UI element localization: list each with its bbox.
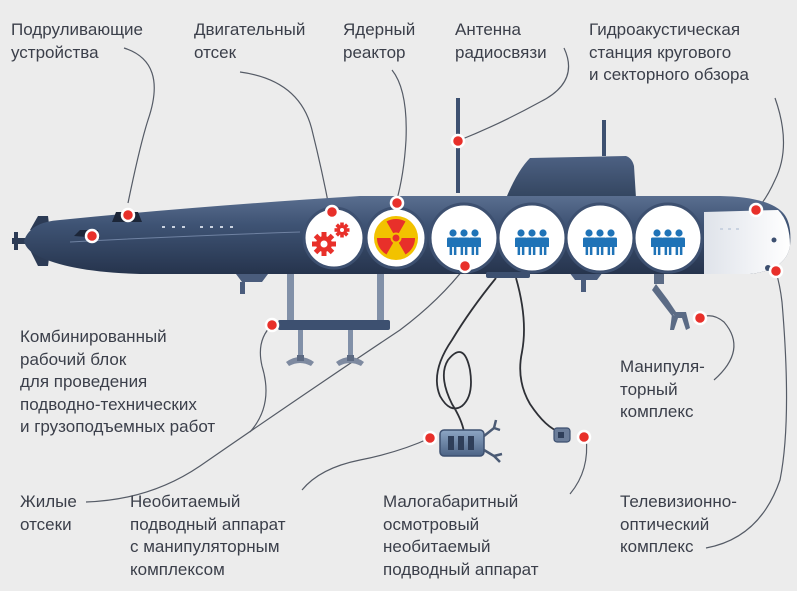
label-tv: Телевизионно- оптический комплекс bbox=[620, 492, 737, 556]
marker-thrusters bbox=[120, 207, 136, 223]
label-work-unit: Комбинированный рабочий блок для проведе… bbox=[20, 327, 216, 436]
marker-sonar bbox=[748, 202, 764, 218]
leader-line-small-rov bbox=[569, 436, 588, 495]
radiation-icon bbox=[374, 216, 418, 260]
label-thrusters: Подруливающие устройства bbox=[11, 20, 144, 62]
small-rov-vehicle bbox=[553, 427, 571, 443]
marker-living bbox=[457, 258, 473, 274]
markers bbox=[84, 133, 784, 446]
leader-line-work-unit bbox=[249, 324, 273, 433]
marker-thrusters-rear bbox=[84, 228, 100, 244]
label-antenna: Антенна радиосвязи bbox=[455, 20, 547, 62]
label-small-rov: Малогабаритный осмотровый необитаемый по… bbox=[383, 492, 539, 579]
leader-line-thrusters bbox=[123, 47, 155, 204]
work-unit-frame bbox=[278, 272, 390, 366]
leader-line-rov bbox=[301, 437, 431, 491]
label-manipulator: Манипуля- торный комплекс bbox=[620, 357, 705, 421]
label-living: Жилые отсеки bbox=[20, 492, 77, 534]
marker-rov bbox=[422, 430, 438, 446]
leader-line-antenna bbox=[459, 47, 570, 141]
gear-icon bbox=[312, 222, 350, 256]
tether-small-rov bbox=[515, 277, 561, 433]
leader-line-tv bbox=[705, 271, 788, 549]
hull-details bbox=[162, 226, 739, 230]
label-reactor: Ядерный реактор bbox=[343, 20, 416, 62]
bow bbox=[704, 210, 790, 274]
leader-line-manipulator bbox=[699, 315, 735, 381]
leader-lines bbox=[85, 47, 788, 549]
marker-reactor bbox=[389, 195, 405, 211]
marker-work-unit bbox=[264, 317, 280, 333]
marker-tv bbox=[768, 263, 784, 279]
label-sonar: Гидроакустическая станция кругового и се… bbox=[589, 20, 749, 84]
leader-line-living bbox=[85, 265, 467, 503]
manipulator-arm bbox=[652, 268, 690, 330]
label-rov: Необитаемый подводный аппарат с манипуля… bbox=[130, 492, 286, 579]
sail bbox=[507, 156, 636, 198]
label-engine: Двигательный отсек bbox=[194, 20, 306, 62]
marker-manipulator bbox=[692, 310, 708, 326]
leader-line-sonar bbox=[755, 97, 785, 211]
rov-vehicle bbox=[439, 419, 503, 463]
marker-antenna bbox=[450, 133, 466, 149]
leader-line-reactor bbox=[391, 69, 407, 204]
tether-rov bbox=[436, 277, 497, 433]
marker-small-rov bbox=[576, 429, 592, 445]
marker-engine bbox=[324, 204, 340, 220]
tether-dock bbox=[486, 272, 530, 278]
leader-line-engine bbox=[239, 71, 331, 213]
tethers bbox=[436, 277, 561, 433]
